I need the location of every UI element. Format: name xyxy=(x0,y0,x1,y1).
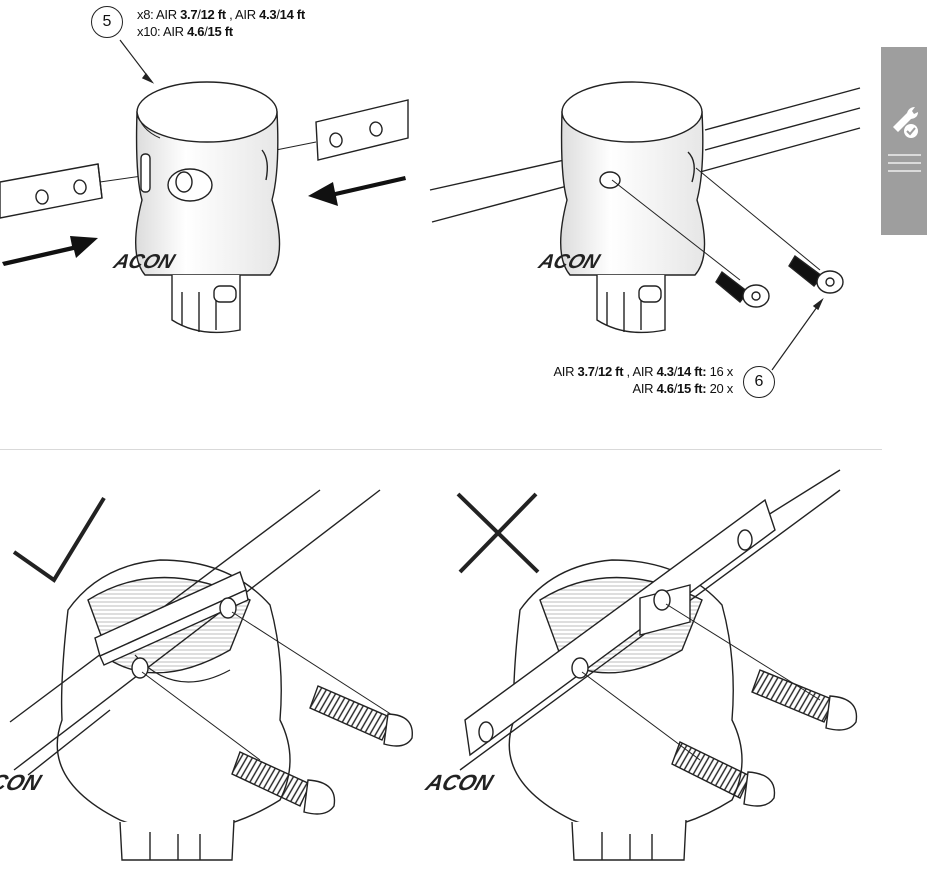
side-tab-graphics xyxy=(888,107,921,172)
step6-line2: AIR 4.6/15 ft: 20 x xyxy=(632,381,733,396)
step5-line2: x10: AIR 4.6/15 ft xyxy=(137,24,233,39)
bolt-1 xyxy=(715,270,770,308)
left-flat-bar xyxy=(0,163,103,219)
bolt-2 xyxy=(788,254,844,294)
arrow-left xyxy=(308,176,406,206)
hamburger-icon xyxy=(888,154,921,172)
arrow-right xyxy=(2,236,98,266)
wrench-check-icon xyxy=(893,107,918,138)
brand-mark-top-left: ACON xyxy=(110,251,179,273)
correct-assembly: ACON xyxy=(0,489,413,861)
brand-mark-top-right: ACON xyxy=(535,251,604,273)
step5-badge: 5 xyxy=(91,6,123,38)
step5-label: x8: AIR 3.7/12 ft , AIR 4.3/14 ft x10: A… xyxy=(137,6,305,40)
section-divider xyxy=(0,449,882,450)
step6-line1: AIR 3.7/12 ft , AIR 4.3/14 ft: 16 x xyxy=(553,364,733,379)
right-flat-bar xyxy=(315,99,409,161)
step6-illustration: ACON xyxy=(429,81,861,371)
step5-number: 5 xyxy=(102,13,112,30)
brand-mark-bottom-right: ACON xyxy=(422,770,497,795)
step5-line1: x8: AIR 3.7/12 ft , AIR 4.3/14 ft xyxy=(137,7,305,22)
cross-icon xyxy=(456,492,540,574)
brand-mark-bottom-left: ACON xyxy=(0,770,45,795)
incorrect-assembly: ACON xyxy=(422,469,858,861)
step6-badge: 6 xyxy=(743,366,775,398)
step6-number: 6 xyxy=(754,373,764,390)
step5-illustration: ACON xyxy=(0,39,409,334)
checkmark-icon xyxy=(12,496,106,583)
step6-label: AIR 3.7/12 ft , AIR 4.3/14 ft: 16 x AIR … xyxy=(517,363,733,397)
side-tab[interactable] xyxy=(881,47,927,235)
